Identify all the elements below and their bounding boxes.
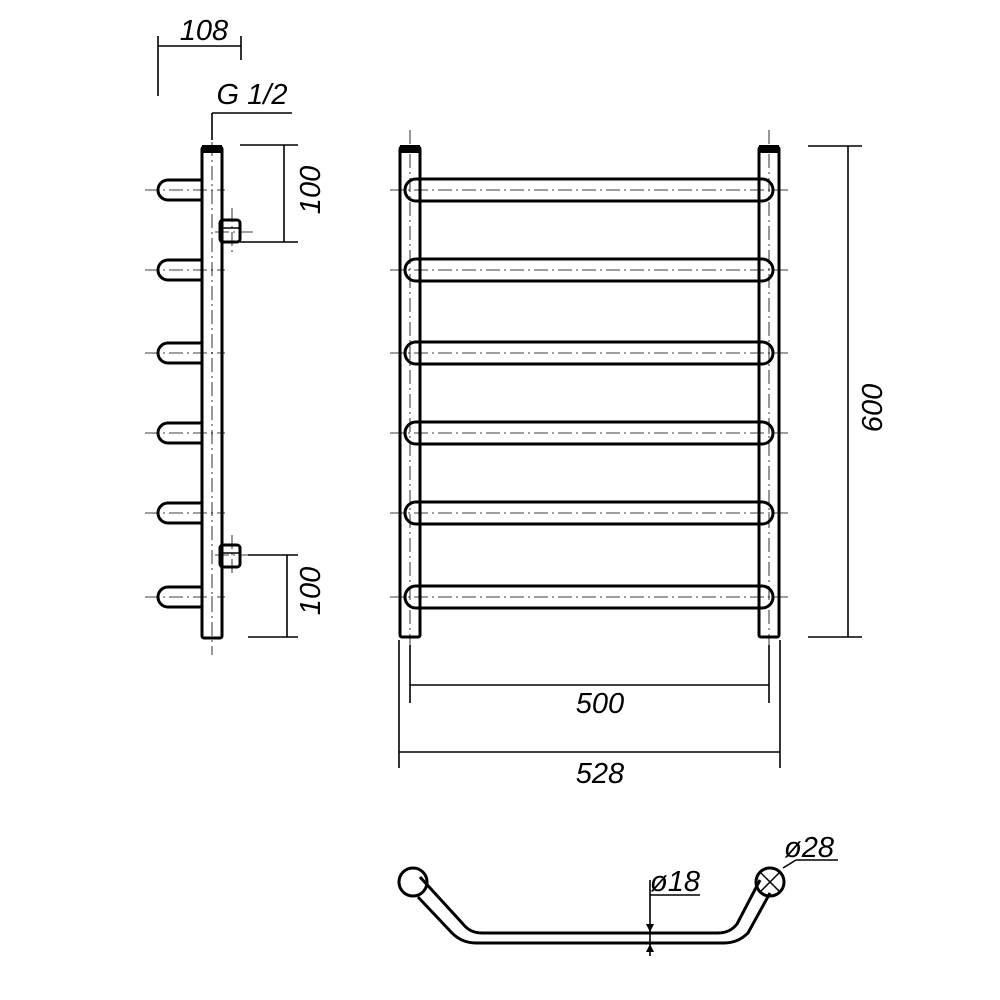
side-rail-stubs [145,178,225,609]
thread-label: G 1/2 [217,79,288,111]
post-diameter-label: ø28 [784,832,834,864]
inlet-spacing-bottom-label: 100 [295,567,327,615]
overall-width-dimension-label: 528 [576,758,624,790]
front-rails [390,177,790,610]
center-width-dimension-label: 500 [576,688,624,720]
inlet-spacing-top-label: 100 [295,166,327,214]
height-dimension-label: 600 [857,384,889,432]
rail-diameter-label: ø18 [650,866,700,898]
top-post-left [397,866,429,898]
depth-dimension-label: 108 [180,15,228,47]
top-view: ø28 ø18 [397,832,838,956]
top-post-right [754,866,786,898]
side-inlets [215,208,255,575]
front-view: 600 500 528 [390,130,889,790]
top-rail-profile [418,875,762,935]
side-view: 108 G 1/2 100 100 [145,15,327,655]
